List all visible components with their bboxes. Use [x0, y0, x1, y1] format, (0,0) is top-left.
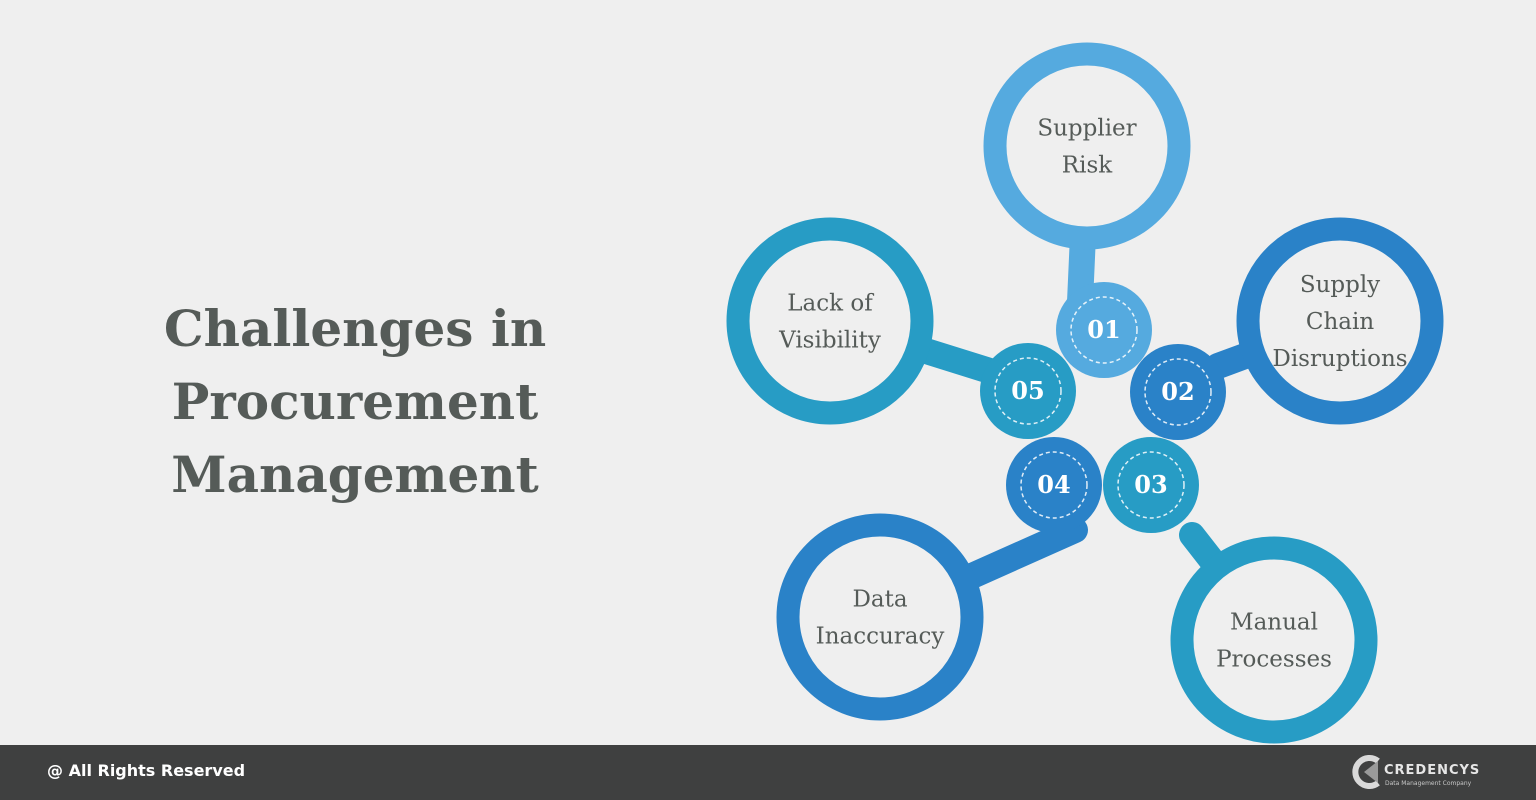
challenge-number-1: 01 — [1087, 315, 1120, 344]
challenge-number-3: 03 — [1134, 470, 1167, 499]
challenge-label-2-line-2: Chain — [1306, 309, 1374, 335]
challenge-5: 05 Lack of Visibility — [726, 217, 1076, 439]
challenge-number-5: 05 — [1011, 376, 1044, 405]
logo-tagline: Data Management Company — [1385, 780, 1472, 787]
challenge-ring-3 — [1170, 536, 1378, 744]
footer-bar: @ All Rights Reserved CREDENCYS Data Man… — [0, 745, 1536, 800]
credencys-logo-icon — [1352, 755, 1380, 789]
number-node-4 — [1006, 437, 1102, 533]
challenge-label-5: Lack of Visibility — [778, 291, 881, 354]
challenge-label-4-line-2: Inaccuracy — [816, 624, 945, 650]
challenge-label-3-line-2: Processes — [1216, 647, 1332, 673]
challenge-label-3-line-1: Manual — [1230, 610, 1318, 636]
title-line-1: Challenges in — [163, 299, 547, 358]
logo-name: CREDENCYS — [1384, 763, 1481, 778]
company-logo: CREDENCYS Data Management Company — [1352, 753, 1502, 793]
number-node-2 — [1130, 344, 1226, 440]
challenge-ring-4 — [776, 513, 984, 721]
challenge-label-2-line-1: Supply — [1300, 272, 1380, 298]
number-node-dash-3 — [1117, 451, 1185, 519]
number-node-3 — [1103, 437, 1199, 533]
challenge-number-2: 02 — [1161, 377, 1194, 406]
challenge-label-2-line-3: Disruptions — [1272, 346, 1407, 372]
challenge-label-5-line-1: Lack of — [787, 291, 874, 317]
challenge-ring-2 — [1236, 217, 1444, 425]
number-node-dash-4 — [1020, 451, 1088, 519]
challenge-label-4-line-1: Data — [852, 587, 907, 613]
number-node-dash-2 — [1144, 358, 1212, 426]
number-node-dash-5 — [994, 357, 1062, 425]
challenge-label-5-line-2: Visibility — [778, 328, 881, 354]
challenge-number-4: 04 — [1037, 470, 1070, 499]
number-node-dash-1 — [1070, 296, 1138, 364]
number-node-1 — [1056, 282, 1152, 378]
challenge-ring-1 — [983, 42, 1191, 250]
title-line-2: Procurement — [171, 372, 539, 431]
page-title: Challenges in Procurement Management — [100, 292, 610, 511]
challenge-label-1-line-1: Supplier — [1037, 116, 1136, 142]
title-line-3: Management — [171, 445, 539, 504]
challenge-ring-5 — [726, 217, 934, 425]
challenge-label-1-line-2: Risk — [1062, 153, 1113, 179]
copyright-text: @ All Rights Reserved — [47, 761, 246, 780]
number-node-5 — [980, 343, 1076, 439]
